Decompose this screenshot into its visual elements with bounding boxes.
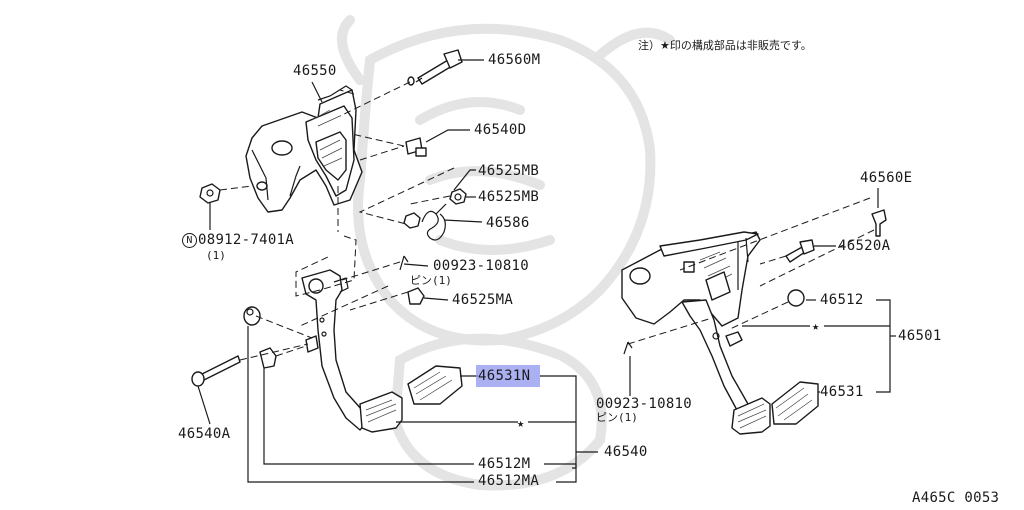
label-00923-10810-left[interactable]: 00923-10810 [433,258,530,274]
pin-left [399,255,409,271]
right-brake-pedal-assembly [621,231,771,435]
pad-46531n [407,365,463,405]
label-00923-right-sub: ピン(1) [596,411,638,424]
note-text: 印の構成部品は非販売です。 [669,39,812,52]
selected-part-highlight [476,365,540,387]
right-guides [627,188,896,396]
label-46586[interactable]: 46586 [486,215,530,231]
label-46550[interactable]: 46550 [293,63,337,79]
label-46525ma[interactable]: 46525MA [452,292,514,308]
label-46512[interactable]: 46512 [820,292,864,308]
note-star: ★ [660,39,670,52]
note-non-sale: 注）★印の構成部品は非販売です。 [638,37,812,53]
star-marker-right: ★ [812,319,820,333]
bolt-46540d [405,137,427,157]
label-46560e[interactable]: 46560E [860,170,913,186]
note-prefix: 注） [638,39,660,52]
left-leaders [197,59,598,483]
label-46520a[interactable]: 46520A [838,238,891,254]
label-46501[interactable]: 46501 [898,328,942,344]
bolt-46560e [871,209,887,237]
pin-right [623,341,633,355]
left-dashed-guides [219,81,455,361]
bolt-46540a [191,355,241,387]
pad-46531 [771,381,819,425]
label-08912-qty: (1) [206,249,226,262]
n-circle-icon: N [182,233,197,248]
spring-46586 [421,203,447,241]
label-46512ma[interactable]: 46512MA [478,473,540,489]
label-46525mb-2[interactable]: 46525MB [478,189,540,205]
label-00923-10810-right[interactable]: 00923-10810 [596,396,693,412]
bushing-46512m [259,347,277,369]
bolt-46560m [407,49,463,86]
nuts-46525mb [403,188,467,229]
label-46525mb-1[interactable]: 46525MB [478,163,540,179]
label-00923-left-sub: ピン(1) [410,274,452,287]
label-46540a[interactable]: 46540A [178,426,231,442]
clip-46525ma [407,287,425,305]
stopper-46512 [787,289,805,307]
left-bracket [245,85,363,213]
nut-08912 [199,183,221,204]
label-46560m[interactable]: 46560M [488,52,541,68]
label-46531[interactable]: 46531 [820,384,864,400]
label-46512m[interactable]: 46512M [478,456,531,472]
label-46540d[interactable]: 46540D [474,122,527,138]
label-46531n[interactable]: 46531N [478,368,531,384]
watermark [337,15,675,491]
label-46540[interactable]: 46540 [604,444,648,460]
label-08912-text: 08912-7401A [198,232,295,248]
bolt-46520a [785,239,815,263]
star-marker-left: ★ [517,416,525,430]
left-clutch-pedal [301,269,403,433]
diagram-code: A465C 0053 [912,490,1000,506]
stopper-46512ma [243,306,261,326]
